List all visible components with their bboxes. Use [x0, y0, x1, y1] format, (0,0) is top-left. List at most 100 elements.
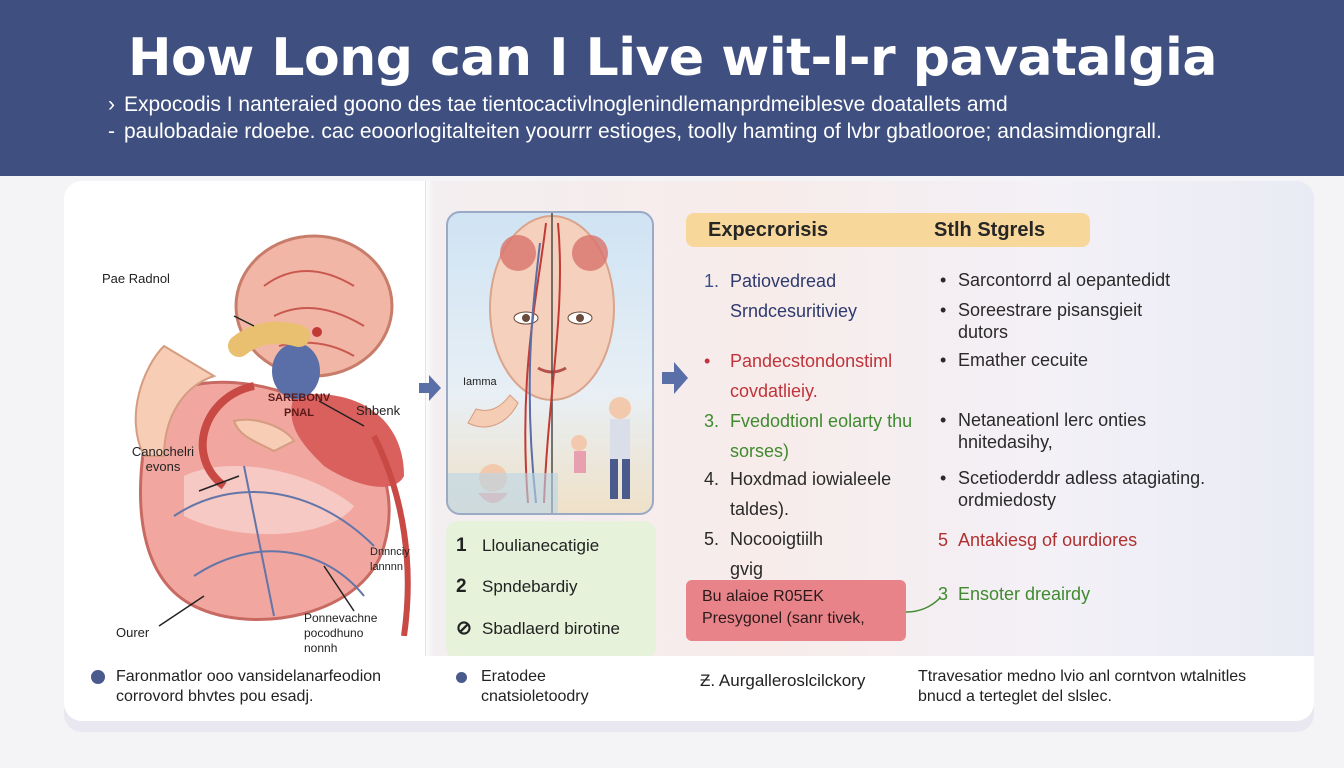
upper-organ-veins	[263, 270, 365, 357]
bullet-list-text: Soreestrare pisansgieit	[958, 300, 1143, 320]
column-header-bar: Expecrorisis Stlh Stgrels	[686, 213, 1090, 247]
footer-item-3-text: Aurgalleroslcilckory	[718, 671, 866, 690]
arrow-right-icon	[662, 362, 688, 394]
face-panel-label: Iamma	[463, 376, 497, 388]
red-spot	[312, 327, 322, 337]
subtitle-marker-2: -	[108, 120, 115, 143]
green-list-item: 2 Spndebardiy	[456, 576, 577, 598]
footer-item-2: Eratodee cnatsioletoodry	[481, 667, 589, 707]
bullet-dot-icon: •	[940, 350, 947, 370]
anatomy-panel: Pae Radnol SAREBONV PNAL Shbenk Canochel…	[64, 181, 426, 661]
numbered-list-text: Hoxdmad iowialeele	[730, 469, 892, 489]
numbered-list-text: Pandecstondonstiml	[730, 351, 893, 371]
footer-bullet-icon	[91, 670, 105, 684]
organ-label-1: Pae Radnol	[102, 271, 170, 286]
leader-line-4	[158, 595, 205, 627]
leader-line-1	[233, 315, 255, 327]
subtitle-line-1: › Expocodis I nanteraied goono des tae ti…	[108, 93, 1008, 117]
footer-item-2-line-2: cnatsioletoodry	[481, 688, 589, 705]
numbered-list-text: Nocooigtiilh	[730, 529, 824, 549]
bullet-list-text: Scetioderddr adless atagiating.	[958, 468, 1206, 488]
leader-line-5	[323, 565, 355, 612]
right-list-item-check-num: 3	[938, 584, 949, 604]
arrow-right-icon	[419, 375, 441, 401]
organ-illustration	[134, 234, 411, 636]
numbered-list-text: gvig	[730, 559, 764, 579]
red-vessel	[198, 382, 255, 490]
footer-item-4-line-1: Ttravesatior medno lvio anl corntvon wta…	[918, 668, 1247, 685]
red-vessel-right	[371, 434, 411, 636]
header-banner: How Long can I Live wit-l-r pavatalgia ›…	[0, 0, 1344, 176]
subtitle-text-2: paulobadaie rdoebe. cac eooorlogitalteit…	[124, 120, 1162, 143]
red-tissue-shape	[291, 394, 404, 487]
organ-label-3: Shbenk	[356, 403, 401, 418]
column-header-left: Expecrorisis	[708, 219, 829, 241]
numbered-list-text: Patiovedread	[730, 271, 837, 291]
footer-item-4: Ttravesatior medno lvio anl corntvon wta…	[918, 667, 1246, 707]
green-list-num: 2	[456, 576, 467, 597]
blue-veins	[173, 465, 375, 617]
footer-item-2-line-1: Eratodee	[481, 668, 546, 685]
bullet-list-text: dutors	[958, 322, 1009, 342]
highlight-box: Bu alaioe R05EK Presygonel (sanr tivek,	[686, 580, 906, 641]
bullet-list-text: ordmiedosty	[958, 490, 1057, 510]
numbered-list-num: 4.	[704, 469, 720, 489]
footer-item-1-line-2: corrovord bhvtes pou esadj.	[116, 688, 314, 705]
numbered-list-text: taldes).	[730, 499, 790, 519]
content-card: Pae Radnol SAREBONV PNAL Shbenk Canochel…	[64, 181, 1314, 732]
numbered-list-num: •	[704, 351, 711, 371]
right-list-item-5-num: 5	[938, 530, 949, 550]
highlight-box-line-1: Bu alaioe R05EK	[702, 588, 824, 605]
hand-left	[134, 344, 217, 457]
organ-label-6: Ourer	[116, 625, 150, 640]
leader-line-3	[198, 475, 240, 492]
green-list-box: 1 Lloulianecatigie 2 Spndebardiy ⊘Sbadlaer…	[446, 521, 656, 659]
connector-line	[906, 597, 941, 613]
green-list-item: ⊘Sbadlaerd birotine	[456, 617, 620, 640]
organ-label-7: Ponnevachne pocodhuno nonnh	[304, 611, 378, 655]
subtitle-text-1: Expocodis I nanteraied goono des tae tie…	[124, 93, 1008, 116]
bullet-dot-icon: •	[940, 270, 947, 290]
footer-bullet-icon	[456, 672, 467, 683]
bullet-dot-icon: •	[940, 300, 947, 320]
organ-label-2: SAREBONV PNAL	[267, 392, 331, 419]
inner-organ-shape	[184, 466, 354, 535]
footer-item-1-line-1: Faronmatlor ooo vansidelanarfeodion	[116, 668, 382, 685]
numbered-list-text: Srndcesuritiviey	[730, 301, 858, 321]
footer-item-1: Faronmatlor ooo vansidelanarfeodion corr…	[116, 667, 381, 707]
footer-item-4-line-2: bnucd a terteglet del slslec.	[918, 688, 1112, 705]
green-list-item: 1 Lloulianecatigie	[456, 535, 599, 557]
numbered-list-num: 3.	[704, 411, 720, 431]
subtitle-marker-1: ›	[108, 93, 115, 116]
subtitle-line-2: -paulobadaie rdoebe. cac eooorlogitaltei…	[108, 120, 1162, 144]
green-list-num: 1	[456, 535, 467, 556]
organ-label-4: Canochelri evons	[131, 444, 195, 474]
page-title: How Long can I Live wit-l-r pavatalgia	[128, 28, 1217, 88]
tube-shape	[228, 321, 310, 357]
right-list-item-5-text: Antakiesg of ourdiores	[958, 530, 1138, 550]
bullet-dot-icon: •	[940, 468, 947, 488]
numbered-list-text: sorses)	[730, 441, 790, 461]
bullet-list-text: hnitedasihy,	[958, 432, 1053, 452]
numbered-list-text: covdatlieiy.	[730, 381, 818, 401]
footer-row: Faronmatlor ooo vansidelanarfeodion corr…	[64, 656, 1314, 721]
highlight-box-line-2: Presygonel (sanr tivek,	[702, 610, 865, 627]
green-list-text: Spndebardiy	[482, 577, 578, 596]
bullet-dot-icon: •	[940, 410, 947, 430]
footer-item-3-marker: Ƶ.	[700, 671, 716, 690]
bullet-list-text: Emather cecuite	[958, 350, 1089, 370]
face-illustration	[448, 213, 631, 513]
blue-organ-shape	[272, 343, 320, 399]
bullet-list-text: Netaneationl lerc onties	[958, 410, 1147, 430]
bullet-list-text: Sarcontorrd al oepantedidt	[958, 270, 1171, 290]
footer-item-3: Ƶ. Aurgalleroslcilckory	[700, 671, 865, 691]
green-list-text: Lloulianecatigie	[482, 536, 600, 555]
face-illustration-panel: Iamma	[446, 211, 654, 515]
column-header-right: Stlh Stgrels	[934, 219, 1046, 241]
hand-right	[232, 418, 296, 453]
numbered-list-num: 1.	[704, 271, 720, 291]
right-list-item-check-text: Ensoter dreairdy	[958, 584, 1091, 604]
content-card-inner: Pae Radnol SAREBONV PNAL Shbenk Canochel…	[64, 181, 1314, 721]
green-list-text: Sbadlaerd birotine	[482, 619, 620, 638]
